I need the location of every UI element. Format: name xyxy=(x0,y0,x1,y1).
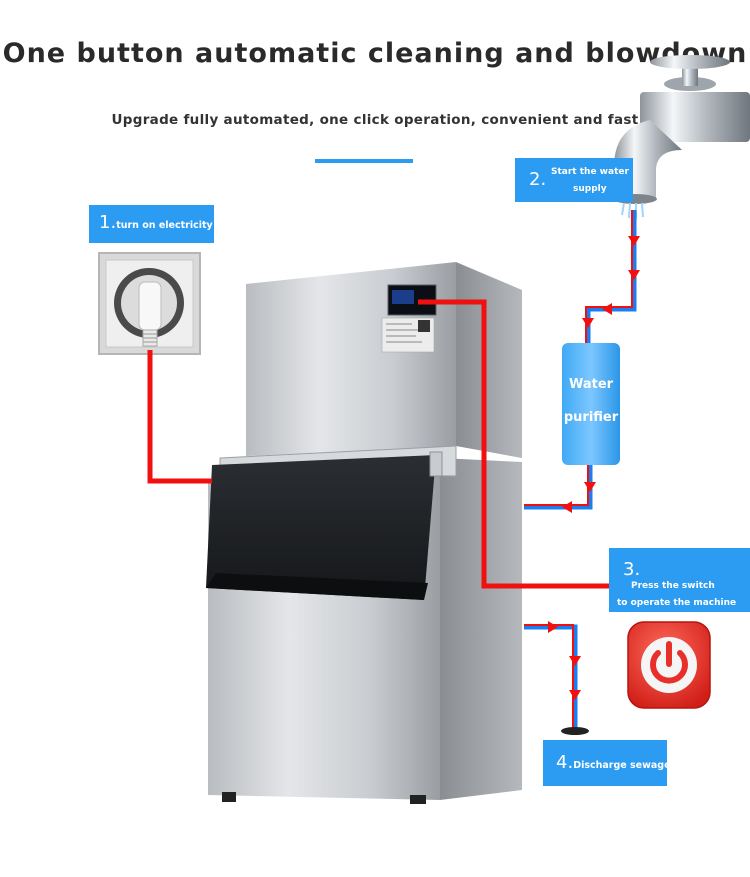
accent-divider xyxy=(315,159,413,163)
drain-arrows xyxy=(548,621,581,700)
step-4-label: 4.Discharge sewage xyxy=(543,740,671,786)
power-icon xyxy=(650,641,688,684)
step-4-number: 4. xyxy=(556,752,574,773)
purifier-label-line2: purifier xyxy=(563,410,619,425)
electric-lines xyxy=(147,299,611,589)
floor-drain xyxy=(561,727,589,735)
water-purifier: Water purifier xyxy=(562,343,620,465)
wall-socket-icon xyxy=(98,252,201,355)
step-3-text-line2: to operate the machine xyxy=(617,598,737,608)
page-title: One button automatic cleaning and blowdo… xyxy=(2,38,748,69)
page-subtitle: Upgrade fully automated, one click opera… xyxy=(111,112,639,128)
faucet-icon xyxy=(613,55,750,219)
step-3-number: 3. xyxy=(623,559,641,580)
purifier-label-line1: Water xyxy=(568,377,614,392)
step-2-text-line2: supply xyxy=(573,184,607,194)
step-2-label: 2. Start the water supply xyxy=(515,158,633,202)
power-button[interactable] xyxy=(627,621,711,709)
control-panel xyxy=(381,284,437,353)
step-4-text: Discharge sewage xyxy=(573,760,671,771)
step-3-text-line1: Press the switch xyxy=(631,581,715,591)
step-2-number: 2. xyxy=(529,169,547,190)
step-2-text-line1: Start the water xyxy=(551,167,629,177)
inlet-arrows xyxy=(562,236,640,513)
step-1-number: 1. xyxy=(99,212,117,233)
step-1-text: turn on electricity xyxy=(116,220,213,231)
step-1-label: 1.turn on electricity xyxy=(89,205,214,243)
ice-machine xyxy=(206,262,522,804)
drain-pipe xyxy=(524,624,578,728)
step-3-label: 3. Press the switch to operate the machi… xyxy=(609,548,750,612)
